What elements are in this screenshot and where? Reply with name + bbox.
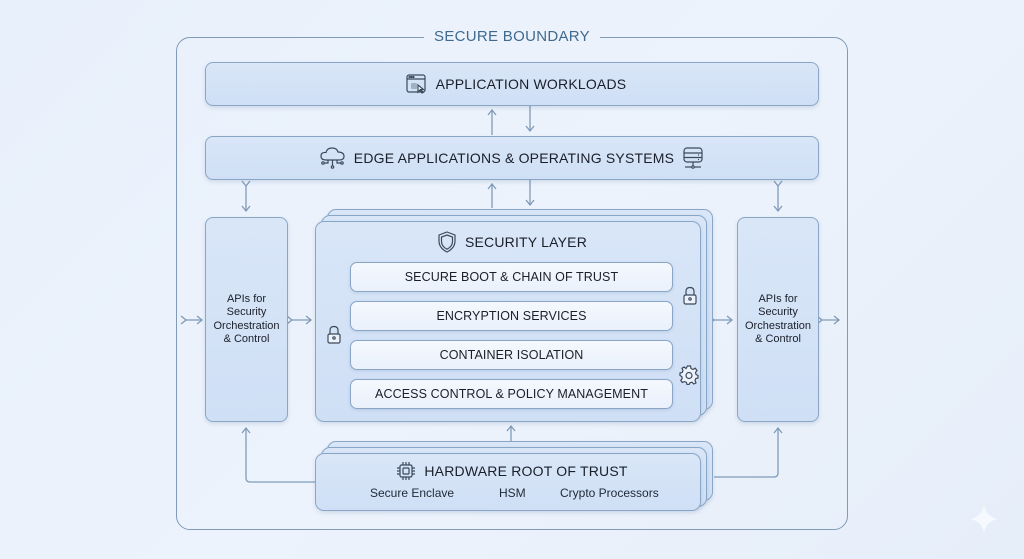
hardware-root-of-trust-layer[interactable]: [315, 453, 701, 511]
api-right-line: & Control: [755, 333, 801, 345]
chip-icon: [396, 461, 416, 481]
api-left-line: Security: [226, 306, 267, 318]
hardware-label: HARDWARE ROOT OF TRUST: [424, 463, 628, 479]
app-window-cursor-icon: [406, 74, 428, 94]
component-label: SECURE BOOT & CHAIN OF TRUST: [404, 270, 619, 284]
api-right-line: Orchestration: [744, 319, 812, 332]
api-left-line: & Control: [223, 333, 270, 345]
api-right-line: Security: [758, 306, 798, 318]
component-access-control[interactable]: ACCESS CONTROL & POLICY MANAGEMENT: [350, 379, 673, 409]
cloud-network-icon: [320, 147, 346, 169]
security-layer-label: SECURITY LAYER: [464, 234, 588, 250]
arrow-hardware-to-left-api: [241, 426, 316, 483]
component-encryption[interactable]: ENCRYPTION SERVICES: [350, 301, 673, 331]
shield-icon: [437, 231, 457, 253]
application-workloads-label: APPLICATION WORKLOADS: [435, 76, 627, 92]
hardware-item: Crypto Processors: [560, 486, 659, 500]
component-label: ACCESS CONTROL & POLICY MANAGEMENT: [375, 387, 648, 401]
api-right-panel[interactable]: APIs for Security Orchestration & Contro…: [737, 217, 819, 422]
component-label: CONTAINER ISOLATION: [439, 348, 584, 362]
server-icon: [682, 147, 704, 169]
arrow-hardware-to-right-api: [714, 426, 783, 478]
boundary-title: SECURE BOUNDARY: [424, 27, 600, 47]
hardware-items: Secure Enclave HSM Crypto Processors: [315, 486, 701, 502]
application-workloads-layer[interactable]: APPLICATION WORKLOADS: [205, 62, 819, 106]
component-secure-boot[interactable]: SECURE BOOT & CHAIN OF TRUST: [350, 262, 673, 292]
hardware-header: HARDWARE ROOT OF TRUST: [315, 460, 701, 482]
sparkle-icon: [968, 503, 1000, 540]
edge-applications-layer[interactable]: EDGE APPLICATIONS & OPERATING SYSTEMS: [205, 136, 819, 180]
api-right-line: APIs for: [758, 292, 798, 305]
padlock-icon: [326, 325, 342, 350]
edge-applications-label: EDGE APPLICATIONS & OPERATING SYSTEMS: [353, 150, 675, 166]
api-left-line: APIs for: [226, 292, 267, 305]
padlock-icon: [682, 286, 698, 311]
api-left-panel[interactable]: APIs for Security Orchestration & Contro…: [205, 217, 288, 422]
gear-icon: [679, 365, 699, 390]
hardware-item: HSM: [499, 486, 526, 500]
component-container-isolation[interactable]: CONTAINER ISOLATION: [350, 340, 673, 370]
api-left-line: Orchestration: [213, 319, 280, 332]
security-layer-header: SECURITY LAYER: [315, 230, 701, 254]
hardware-item: Secure Enclave: [370, 486, 455, 500]
component-label: ENCRYPTION SERVICES: [436, 309, 587, 323]
